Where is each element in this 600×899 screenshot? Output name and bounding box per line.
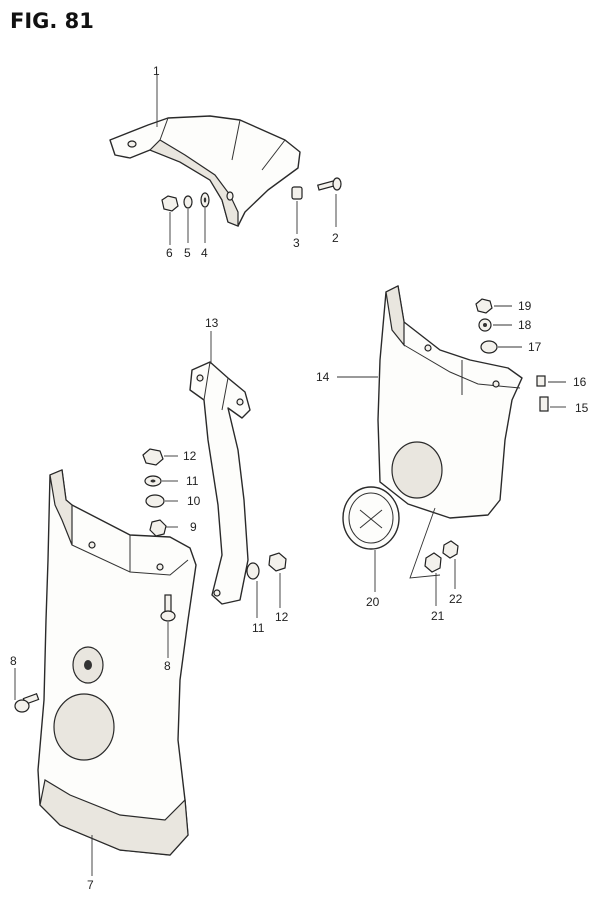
callout-11-upper: 11 bbox=[186, 474, 199, 488]
part-14-rear-cover bbox=[377, 285, 523, 519]
callout-19: 19 bbox=[518, 299, 532, 313]
callout-12-upper: 12 bbox=[183, 449, 197, 463]
callout-9: 9 bbox=[190, 520, 197, 534]
callout-20: 20 bbox=[366, 595, 380, 609]
callout-12-lower: 12 bbox=[275, 610, 289, 624]
leader-lines bbox=[14, 75, 566, 876]
callout-13: 13 bbox=[205, 316, 219, 330]
part-7-rear-cover bbox=[37, 469, 197, 856]
callout-18: 18 bbox=[518, 318, 532, 332]
callout-4: 4 bbox=[201, 246, 208, 260]
callout-17: 17 bbox=[528, 340, 542, 354]
part-20-reflector bbox=[342, 486, 400, 550]
hardware-21-22 bbox=[409, 507, 459, 579]
callout-7: 7 bbox=[87, 878, 94, 892]
callout-2: 2 bbox=[332, 231, 339, 245]
callout-3: 3 bbox=[293, 236, 300, 250]
part-13-bracket bbox=[189, 361, 251, 605]
callout-22: 22 bbox=[449, 592, 463, 606]
callouts: 1 2 3 4 5 6 7 8 8 9 10 11 11 12 12 13 14… bbox=[10, 64, 589, 892]
callout-6: 6 bbox=[166, 246, 173, 260]
callout-16: 16 bbox=[573, 375, 587, 389]
callout-5: 5 bbox=[184, 246, 191, 260]
figure-title: FIG. 81 bbox=[10, 9, 94, 33]
callout-15: 15 bbox=[575, 401, 589, 415]
callout-1: 1 bbox=[153, 64, 160, 78]
callout-11-lower: 11 bbox=[252, 621, 265, 635]
callout-8-center: 8 bbox=[164, 659, 171, 673]
callout-21: 21 bbox=[431, 609, 445, 623]
screws-8 bbox=[14, 594, 176, 713]
hardware-2-6 bbox=[161, 177, 342, 212]
callout-14: 14 bbox=[316, 370, 330, 384]
hardware-9-12 bbox=[142, 448, 287, 580]
callout-10: 10 bbox=[187, 494, 201, 508]
part-1-rear-guard bbox=[109, 115, 301, 227]
callout-8-left: 8 bbox=[10, 654, 17, 668]
hardware-15-19 bbox=[475, 298, 549, 412]
